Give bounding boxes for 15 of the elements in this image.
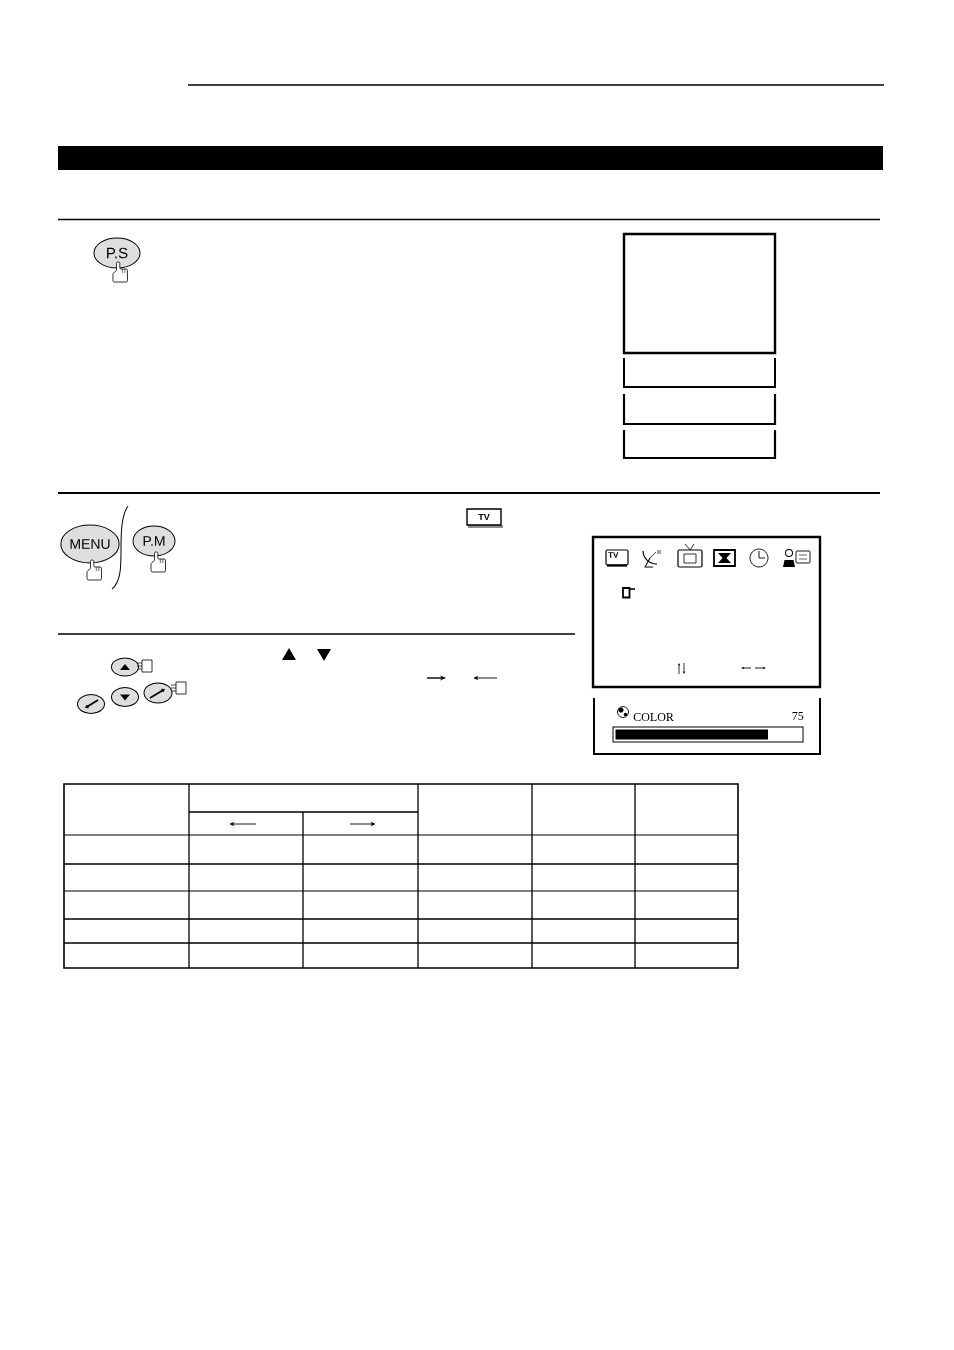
pm-button: P.M <box>132 525 176 557</box>
empty-box <box>622 430 777 460</box>
screen-box <box>622 232 777 355</box>
enter-button <box>77 694 105 714</box>
setting-name: COLOR <box>633 712 674 722</box>
right-button <box>143 682 173 704</box>
empty-box <box>623 357 776 388</box>
up-button <box>111 657 139 677</box>
setting-value: 75 <box>792 712 804 720</box>
ps-button: P.S <box>93 237 141 269</box>
menu-screen <box>591 535 822 689</box>
down-button <box>111 687 139 707</box>
title-band <box>58 146 883 170</box>
empty-box <box>622 394 777 426</box>
menu-button: MENU <box>60 524 120 564</box>
